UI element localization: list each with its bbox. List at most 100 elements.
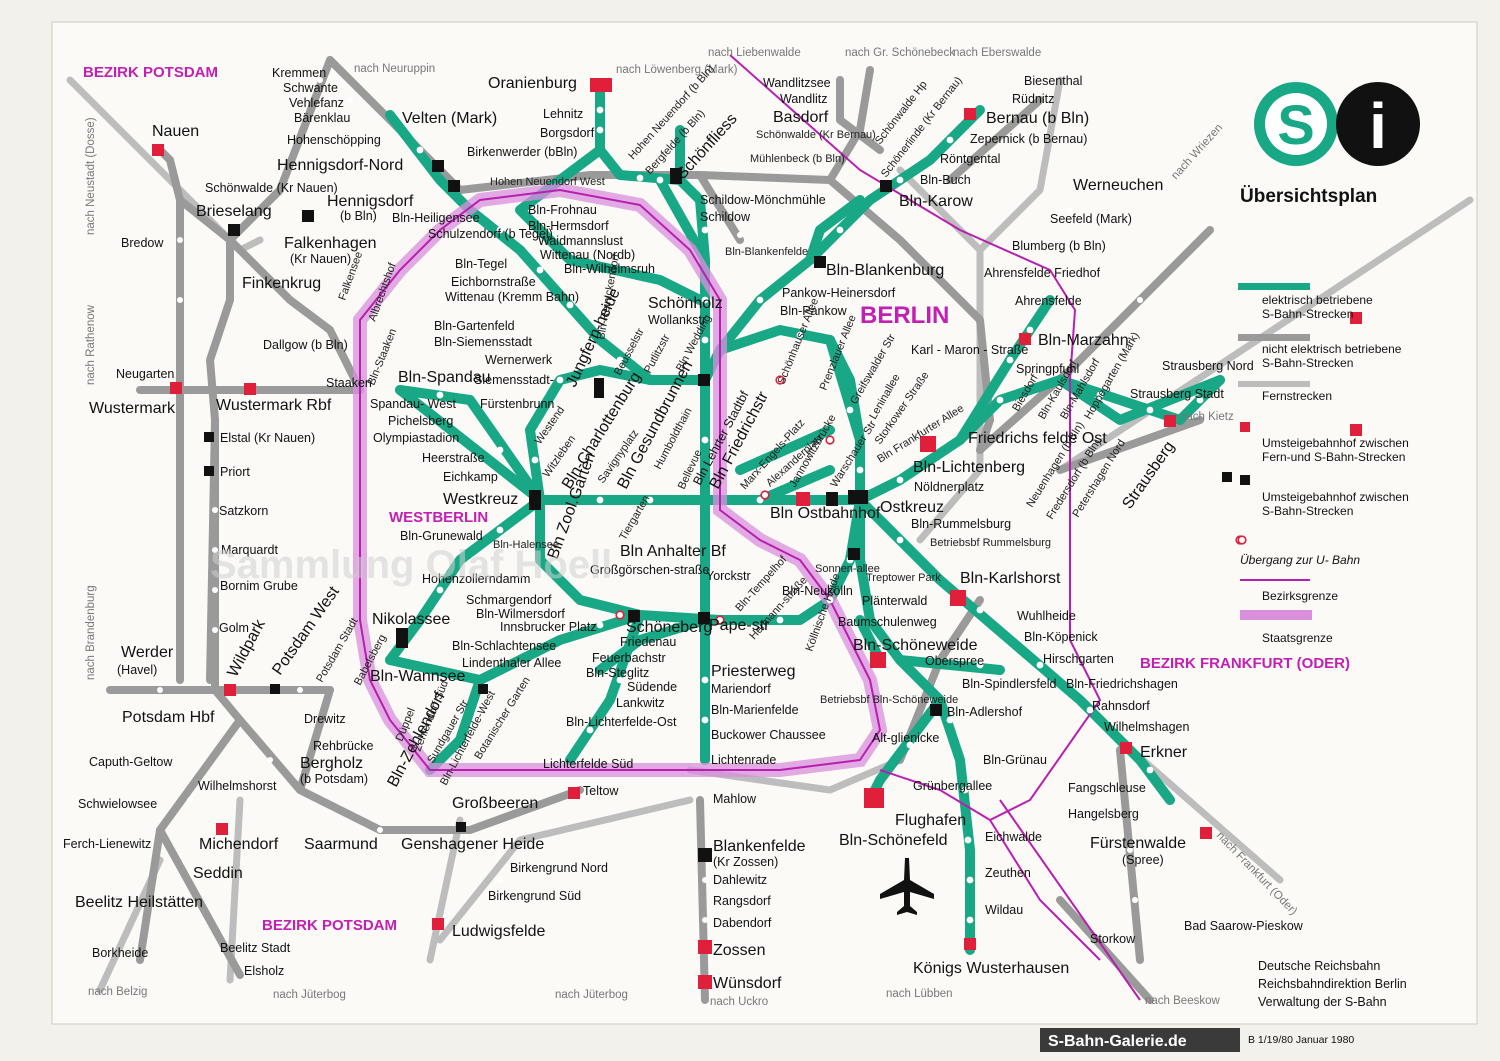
station-bln-tegel: Bln-Tegel bbox=[455, 257, 507, 271]
legend-swatch-electric bbox=[1238, 283, 1310, 290]
station-pichelsberg: Pichelsberg bbox=[388, 414, 453, 428]
legend-title: Übersichtsplan bbox=[1240, 186, 1377, 207]
station-waidmannslust: Waidmannslust bbox=[538, 234, 624, 248]
footer: Deutsche Reichsbahn Reichsbahndirektion … bbox=[1040, 959, 1407, 1052]
station-springpfuhl: Springpfuhl bbox=[1016, 362, 1079, 376]
legend-text-interchange-long-1: Umsteigebahnhof zwischen bbox=[1262, 436, 1409, 450]
station-dabendorf: Dabendorf bbox=[713, 916, 772, 930]
dir-rathenow: nach Rathenow bbox=[85, 304, 97, 385]
station-schwielowsee: Schwielowsee bbox=[78, 797, 157, 811]
station-bln-siemensstadt: Bln-Siemensstadt bbox=[434, 335, 532, 349]
station-schoeneberg: Schöneberg bbox=[626, 619, 712, 636]
station-muehlenbeck: Mühlenbeck (b Bln) bbox=[750, 153, 845, 165]
legend-swatch-interchange-long bbox=[1240, 422, 1250, 432]
map-frame bbox=[51, 21, 1478, 1025]
station-birkengrund-sued: Birkengrund Süd bbox=[488, 889, 581, 903]
station-wandlitzsee: Wandlitzsee bbox=[763, 76, 831, 90]
station-ahrensfelde-friedhof: Ahrensfelde Friedhof bbox=[984, 266, 1101, 280]
station-noeldnerplatz: Nöldnerplatz bbox=[914, 480, 984, 494]
station-eichbornstrasse: Eichbornstraße bbox=[451, 275, 536, 289]
station-vehlefanz: Vehlefanz bbox=[289, 96, 344, 110]
legend-text-non-electric-2: S-Bahn-Strecken bbox=[1262, 356, 1353, 370]
station-bernau: Bernau (b Bln) bbox=[986, 110, 1089, 127]
station-strausberg-stadt: Strausberg Stadt bbox=[1130, 387, 1224, 401]
station-borgsdorf: Borgsdorf bbox=[540, 126, 595, 140]
station-priort: Priort bbox=[220, 465, 250, 479]
station-sonnenallee: Sonnen-allee bbox=[815, 563, 880, 575]
station-schoenwalde-b: Schönwalde (Kr Bernau) bbox=[756, 129, 876, 141]
station-dallgow: Dallgow (b Bln) bbox=[263, 338, 348, 352]
station-bln-blankenfelde: Bln-Blankenfelde bbox=[725, 246, 808, 258]
station-falkenhagen: Falkenhagen bbox=[284, 235, 377, 252]
station-blankenfelde-z-sub: (Kr Zossen) bbox=[713, 855, 778, 869]
station-bln-grunewald: Bln-Grunewald bbox=[400, 529, 483, 543]
station-gruenbergallee: Grünbergallee bbox=[913, 779, 992, 793]
station-bln-neukoelln: Bln-Neukölln bbox=[782, 584, 853, 598]
watermark: Sammlung Olaf Hoell bbox=[210, 543, 612, 587]
s-bahn-logo-letter: S bbox=[1277, 93, 1314, 156]
airport-icon bbox=[880, 858, 934, 915]
station-rahnsdorf: Rahnsdorf bbox=[1092, 699, 1150, 713]
dir-loewenberg: nach Löwenberg (Mark) bbox=[616, 64, 738, 76]
station-bln-lichtenberg: Bln-Lichtenberg bbox=[913, 459, 1025, 476]
station-strausberg-nord: Strausberg Nord bbox=[1162, 359, 1254, 373]
dir-uckro: nach Uckro bbox=[710, 996, 768, 1008]
station-lichterfelde-ost: Bln-Lichterfelde-Ost bbox=[566, 715, 677, 729]
station-fuerstenwalde-sub: (Spree) bbox=[1122, 853, 1164, 867]
station-wittenau-nordb: Wittenau (Nordb) bbox=[540, 248, 635, 262]
legend-swatch-ubahn bbox=[1237, 535, 1247, 545]
station-ludwigsfelde: Ludwigsfelde bbox=[452, 923, 546, 940]
footer-line-1: Deutsche Reichsbahn bbox=[1258, 959, 1380, 973]
station-betriebsbf-sw: Betriebsbf Bln-Schöneweide bbox=[820, 694, 958, 706]
footer-line-3: Verwaltung der S-Bahn bbox=[1258, 995, 1387, 1009]
station-brieselang: Brieselang bbox=[196, 203, 272, 220]
station-kremmen: Kremmen bbox=[272, 66, 326, 80]
legend-text-ubahn: Übergang zur U- Bahn bbox=[1240, 553, 1360, 567]
station-roentgental: Röntgental bbox=[940, 152, 1000, 166]
station-drewitz: Drewitz bbox=[304, 712, 346, 726]
station-seefeld: Seefeld (Mark) bbox=[1050, 212, 1132, 226]
station-wustermark-rbf: Wustermark Rbf bbox=[216, 397, 332, 414]
dir-brandenburg: nach Brandenburg bbox=[85, 585, 97, 680]
station-westkreuz: Westkreuz bbox=[443, 491, 518, 508]
station-biesenthal: Biesenthal bbox=[1024, 74, 1082, 88]
station-wernerwerk: Wernerwerk bbox=[485, 353, 553, 367]
station-lankwitz: Lankwitz bbox=[616, 696, 665, 710]
station-wilmersdorf: Bln-Wilmersdorf bbox=[476, 607, 565, 621]
station-friedrichsfelde-ost: Friedrichs felde Ost bbox=[968, 430, 1107, 447]
station-bergholz: Bergholz bbox=[300, 755, 363, 772]
station-wittenau-kremm: Wittenau (Kremm Bahn) bbox=[445, 290, 579, 304]
station-falkenhagen-sub: (Kr Nauen) bbox=[290, 252, 351, 266]
legend-text-state-border: Staatsgrenze bbox=[1262, 631, 1333, 645]
station-bln-marzahn: Bln-Marzahn bbox=[1038, 332, 1129, 349]
station-elsholz: Elsholz bbox=[244, 964, 284, 978]
legend: S i Übersichtsplan elektrisch betriebene… bbox=[1237, 82, 1420, 645]
station-bln-spandau: Bln-Spandau bbox=[398, 369, 491, 386]
station-bln-karlshorst: Bln-Karlshorst bbox=[960, 570, 1061, 587]
legend-text-long-distance: Fernstrecken bbox=[1262, 389, 1332, 403]
region-westberlin: WESTBERLIN bbox=[389, 509, 488, 526]
station-friedenau: Friedenau bbox=[620, 635, 676, 649]
station-yorckstr: Yorckstr bbox=[706, 569, 751, 583]
station-wildau: Wildau bbox=[985, 903, 1023, 917]
station-teltow: Teltow bbox=[583, 784, 619, 798]
station-suedende: Südende bbox=[627, 680, 677, 694]
dir-kietz: nach Kietz bbox=[1180, 411, 1234, 423]
station-bln-gartenfeld: Bln-Gartenfeld bbox=[434, 319, 515, 333]
station-golm: Golm bbox=[219, 621, 249, 635]
station-bln-karow: Bln-Karow bbox=[899, 193, 973, 210]
station-nauen: Nauen bbox=[152, 123, 199, 140]
station-pankow-heinersdorf: Pankow-Heinersdorf bbox=[782, 286, 896, 300]
station-flughafen: Flughafen bbox=[895, 812, 966, 829]
region-berlin: BERLIN bbox=[860, 302, 949, 329]
info-logo-icon bbox=[1336, 82, 1420, 166]
station-basdorf: Basdorf bbox=[773, 109, 829, 126]
station-schwante: Schwante bbox=[283, 81, 338, 95]
station-bln-hermsdorf: Bln-Hermsdorf bbox=[528, 219, 609, 233]
station-ruednitz: Rüdnitz bbox=[1012, 92, 1054, 106]
legend-text-electric-2: S-Bahn-Strecken bbox=[1262, 307, 1353, 321]
dir-jueterbog-1: nach Jüterbog bbox=[555, 989, 628, 1001]
footer-line-2: Reichsbahndirektion Berlin bbox=[1258, 977, 1407, 991]
station-elstal: Elstal (Kr Nauen) bbox=[220, 431, 315, 445]
